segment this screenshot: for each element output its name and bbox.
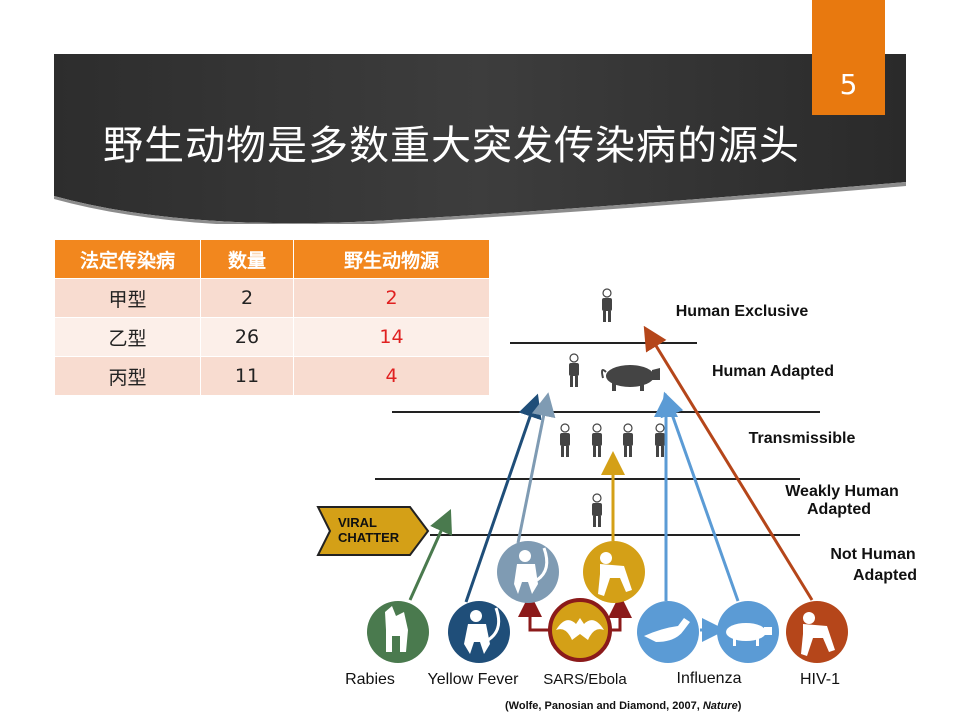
cell-count: 11 [200, 356, 294, 396]
label-transmissible: Transmissible [749, 430, 856, 447]
bat-to-monkey-arrow [518, 593, 553, 632]
label-not-human-line1: Not Human [830, 546, 915, 563]
viral-chatter-line2: CHATTER [338, 530, 400, 545]
citation-prefix: (Wolfe, Panosian and Diamond, 2007, [505, 700, 703, 712]
page-number: 5 [839, 68, 858, 101]
label-human-adapted: Human Adapted [712, 363, 834, 380]
cell-wild: 14 [293, 317, 490, 357]
citation: (Wolfe, Panosian and Diamond, 2007, Natu… [505, 700, 742, 712]
cell-wild: 4 [293, 356, 490, 396]
hiv-arrow [643, 325, 814, 601]
person-icon [654, 423, 666, 458]
yellow-fever-arrow [464, 393, 542, 603]
label-weakly-line1: Weakly Human [785, 483, 899, 500]
person-icon [601, 288, 613, 323]
table-header-row: 法定传染病 数量 野生动物源 [54, 239, 490, 279]
pig-icon [601, 365, 660, 391]
disease-yellow-fever: Yellow Fever [427, 671, 519, 688]
viral-chatter-badge: VIRAL CHATTER [316, 506, 430, 556]
chimp-hiv-circle-icon [786, 601, 848, 663]
table-row: 丙型 11 4 [54, 356, 490, 396]
person-icon [622, 423, 634, 458]
person-icon [591, 423, 603, 458]
influenza-pig-arrow [660, 391, 740, 602]
title-banner [54, 54, 906, 224]
citation-journal: Nature [703, 700, 738, 712]
zoonosis-stages-diagram: Human Exclusive Human Adapted Transmissi… [316, 288, 917, 712]
page-number-box [812, 0, 885, 115]
cell-wild: 2 [293, 278, 490, 318]
label-weakly-line2: Adapted [807, 501, 871, 518]
sars-monkey-circle-icon [497, 541, 559, 603]
header-count: 数量 [200, 239, 294, 279]
header-wild-source: 野生动物源 [293, 239, 490, 279]
label-human-exclusive: Human Exclusive [676, 303, 809, 320]
viral-chatter-line1: VIRAL [338, 515, 377, 530]
cell-count: 2 [200, 278, 294, 318]
disease-rabies: Rabies [345, 671, 395, 688]
table-row: 乙型 26 14 [54, 317, 490, 357]
chimp-circle-icon [583, 541, 645, 603]
disease-hiv: HIV-1 [800, 671, 840, 688]
slide-title: 野生动物是多数重大突发传染病的源头 [103, 123, 800, 169]
person-icon [591, 493, 603, 528]
sars-monkey-arrow [516, 392, 556, 544]
disease-sars-ebola: SARS/Ebola [543, 671, 627, 688]
citation-suffix: ) [738, 700, 742, 712]
pig-circle-icon [717, 601, 779, 663]
person-icon [568, 353, 580, 388]
table-row: 甲型 2 2 [54, 278, 490, 318]
cell-type: 甲型 [54, 278, 201, 318]
rabies-arrow [408, 509, 453, 601]
header-disease: 法定传染病 [54, 239, 201, 279]
cell-type: 丙型 [54, 356, 201, 396]
monkey-circle-icon [448, 601, 510, 663]
disease-influenza: Influenza [677, 670, 742, 687]
cell-count: 26 [200, 317, 294, 357]
disease-table: 法定传染病 数量 野生动物源 甲型 2 2 乙型 26 14 丙型 11 4 [54, 239, 490, 396]
dog-circle-icon [367, 601, 429, 663]
bat-circle-icon [548, 598, 612, 662]
bird-circle-icon [637, 601, 699, 663]
cell-type: 乙型 [54, 317, 201, 357]
label-not-human-line2: Adapted [853, 567, 917, 584]
person-icon [559, 423, 571, 458]
